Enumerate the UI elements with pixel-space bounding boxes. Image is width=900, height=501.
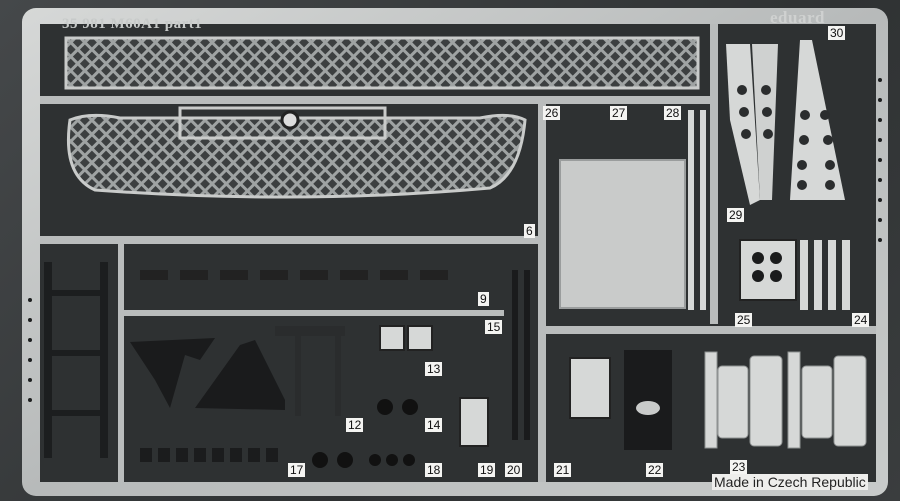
part-number-label: 6 (524, 224, 535, 238)
top-mesh-grille (66, 38, 698, 88)
perforated-plate (726, 44, 760, 205)
part-number-label: 24 (852, 313, 870, 327)
part-number-label: 12 (346, 418, 364, 432)
part-number-label: 26 (543, 106, 561, 120)
part-number-label: 27 (610, 106, 628, 120)
part-number-label: 30 (828, 26, 846, 40)
small-ring-part (280, 110, 300, 130)
part-number-label: 22 (646, 463, 664, 477)
part-number-label: 23 (730, 460, 748, 474)
part-number-label: 17 (288, 463, 306, 477)
large-flat-plate (559, 159, 686, 309)
brand-logo-text: eduard (770, 8, 825, 27)
part-number-label: 28 (664, 106, 682, 120)
part-number-label: 13 (425, 362, 443, 376)
part-number-label: 14 (425, 418, 443, 432)
part-number-label: 18 (425, 463, 443, 477)
part-number-label: 19 (478, 463, 496, 477)
part-number-label: 20 (505, 463, 523, 477)
part-number-label: 9 (478, 292, 489, 306)
part-number-label: 21 (554, 463, 572, 477)
black-panel-part (624, 350, 672, 450)
curved-mesh-grille (66, 113, 527, 199)
triangle-bracket-part (195, 340, 285, 410)
triangle-bracket-part (130, 338, 215, 408)
part-number-label: 25 (735, 313, 753, 327)
origin-text: Made in Czech Republic (712, 474, 868, 490)
perforated-plate (790, 40, 845, 200)
part-number-label: 15 (485, 320, 503, 334)
part-number-label: 29 (727, 208, 745, 222)
sheet-title: 35 981 M60A1 part1 (62, 16, 203, 32)
